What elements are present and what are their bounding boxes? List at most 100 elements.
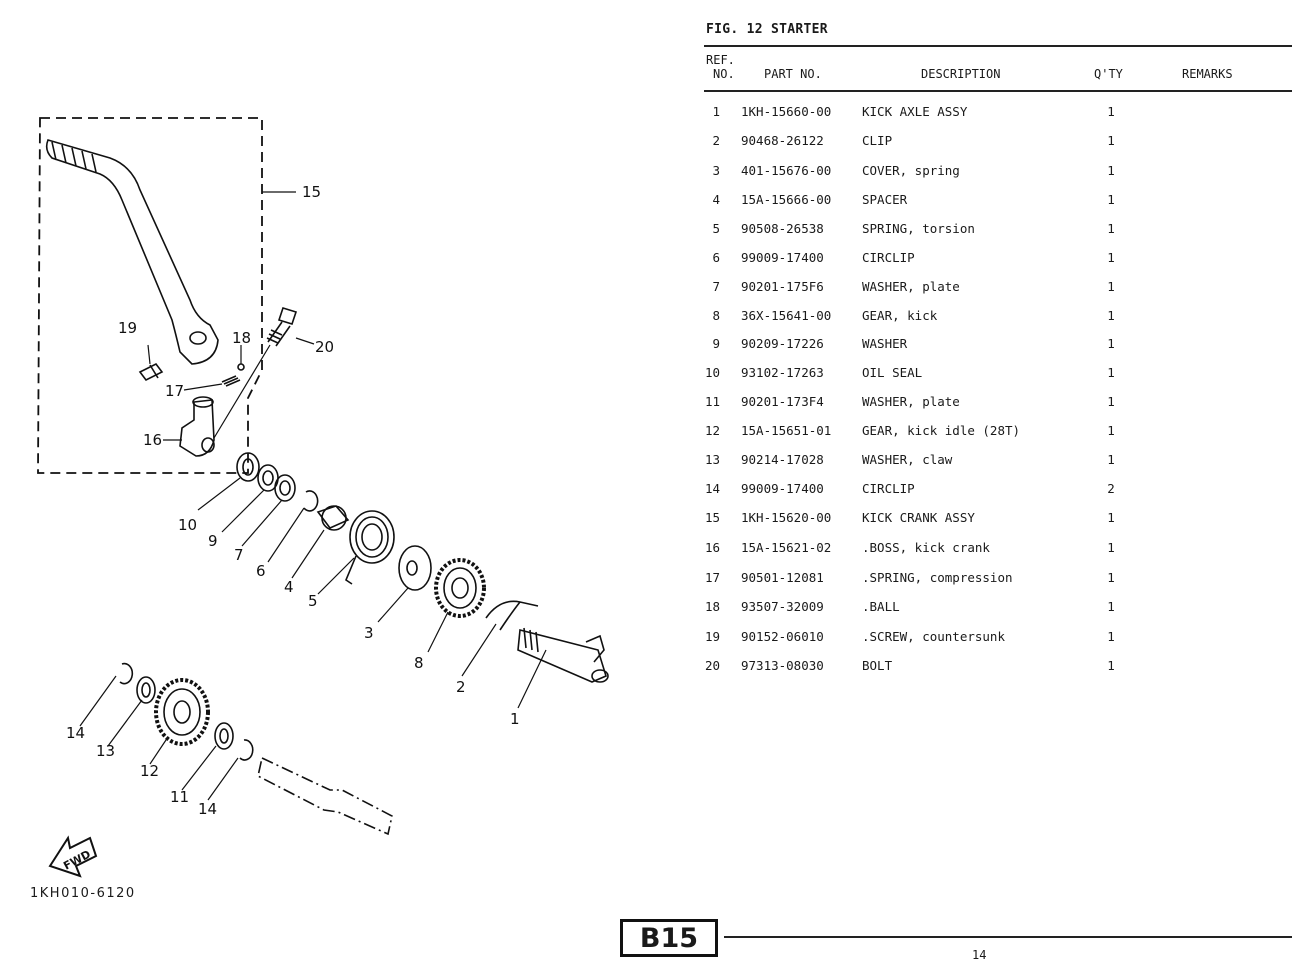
header-description: DESCRIPTION [921,67,1001,81]
ref-cell: 10 [704,365,720,380]
table-top-rule [704,45,1292,47]
kick-gear-part [434,558,486,618]
callout-numbers: 1 2 3 4 5 6 7 8 9 10 11 12 13 14 14 15 1… [66,183,520,818]
spring-cover-part [398,545,432,591]
description-cell: SPRING, torsion [862,221,975,236]
ref-cell: 14 [704,481,720,496]
ref-cell: 13 [704,452,720,467]
illustration-code: 1KH010-6120 [30,886,136,901]
callout-13: 13 [96,742,115,760]
part-no-cell: 90508-26538 [741,221,824,236]
ref-cell: 6 [712,250,720,265]
qty-cell: 1 [1107,658,1115,673]
ref-cell: 19 [704,629,720,644]
callout-4: 4 [284,578,294,596]
ref-cell: 11 [704,394,720,409]
ref-cell: 20 [704,658,720,673]
figure-title: FIG. 12 STARTER [706,22,828,37]
qty-cell: 2 [1107,481,1115,496]
section-code-box: B15 [620,919,718,957]
part-no-cell: 93507-32009 [741,599,824,614]
callout-3: 3 [364,624,374,642]
qty-cell: 1 [1107,570,1115,585]
ref-cell: 17 [704,570,720,585]
ref-cell: 12 [704,423,720,438]
ref-cell: 15 [704,510,720,525]
description-cell: .BOSS, kick crank [862,540,990,555]
description-cell: CIRCLIP [862,250,915,265]
oil-seal-part [236,452,260,482]
qty-cell: 1 [1107,599,1115,614]
description-cell: WASHER, plate [862,279,960,294]
qty-cell: 1 [1107,279,1115,294]
circlip-lower-right-part [239,739,254,761]
qty-cell: 1 [1107,629,1115,644]
table-header-rule [704,90,1292,92]
description-cell: BOLT [862,658,893,673]
part-no-cell: 90501-12081 [741,570,824,585]
forward-arrow-icon: FWD [48,835,98,878]
idle-shaft-outline [257,756,393,836]
ref-cell: 16 [704,540,720,555]
qty-cell: 1 [1107,365,1115,380]
circlip-part [303,490,319,512]
description-cell: KICK AXLE ASSY [862,104,968,119]
part-no-cell: 99009-17400 [741,481,824,496]
callout-20: 20 [315,338,334,356]
part-no-cell: 90468-26122 [741,133,824,148]
countersunk-screw-part [138,362,164,382]
part-no-cell: 90209-17226 [741,336,824,351]
claw-washer-part [136,676,156,704]
part-no-cell: 1KH-15660-00 [741,104,832,119]
description-cell: WASHER, plate [862,394,960,409]
qty-cell: 1 [1107,423,1115,438]
header-part-no: PART NO. [764,67,822,81]
description-cell: COVER, spring [862,163,960,178]
description-cell: CIRCLIP [862,481,915,496]
callout-11: 11 [170,788,189,806]
part-no-cell: 99009-17400 [741,250,824,265]
part-no-cell: 90201-173F4 [741,394,824,409]
part-no-cell: 90214-17028 [741,452,824,467]
torsion-spring-part [345,510,395,585]
callout-14-right: 14 [198,800,217,818]
exploded-parts-diagram: 1 2 3 4 5 6 7 8 9 10 11 12 13 14 14 15 1… [37,117,609,878]
leader-lines [79,191,547,801]
header-ref-line2: NO. [713,67,735,81]
description-cell: GEAR, kick idle (28T) [862,423,1021,438]
ref-cell: 4 [712,192,720,207]
description-cell: CLIP [862,133,893,148]
callout-5: 5 [308,592,318,610]
part-no-cell: 93102-17263 [741,365,824,380]
header-ref-line1: REF. [706,53,735,67]
callout-8: 8 [414,654,424,672]
ref-cell: 2 [712,133,720,148]
footer-rule [724,936,1292,938]
idle-washer-plate-part [214,722,234,750]
ref-cell: 9 [712,336,720,351]
callout-19: 19 [118,319,137,337]
part-no-cell: 401-15676-00 [741,163,832,178]
description-cell: WASHER, claw [862,452,953,467]
ref-cell: 3 [712,163,720,178]
description-cell: .SCREW, countersunk [862,629,1005,644]
part-no-cell: 97313-08030 [741,658,824,673]
part-no-cell: 15A-15666-00 [741,192,832,207]
ball-part [237,363,245,371]
description-cell: GEAR, kick [862,308,938,323]
description-cell: OIL SEAL [862,365,923,380]
kick-crank-boss-part [179,396,215,457]
description-cell: .BALL [862,599,900,614]
callout-16: 16 [143,431,162,449]
ref-cell: 18 [704,599,720,614]
part-no-cell: 1KH-15620-00 [741,510,832,525]
description-cell: KICK CRANK ASSY [862,510,975,525]
kick-idle-gear-part [154,678,210,746]
description-cell: WASHER [862,336,908,351]
qty-cell: 1 [1107,221,1115,236]
header-remarks: REMARKS [1182,67,1233,81]
part-no-cell: 36X-15641-00 [741,308,832,323]
qty-cell: 1 [1107,336,1115,351]
washer-plate-part [274,474,296,502]
kick-crank-lever-part [45,139,219,365]
